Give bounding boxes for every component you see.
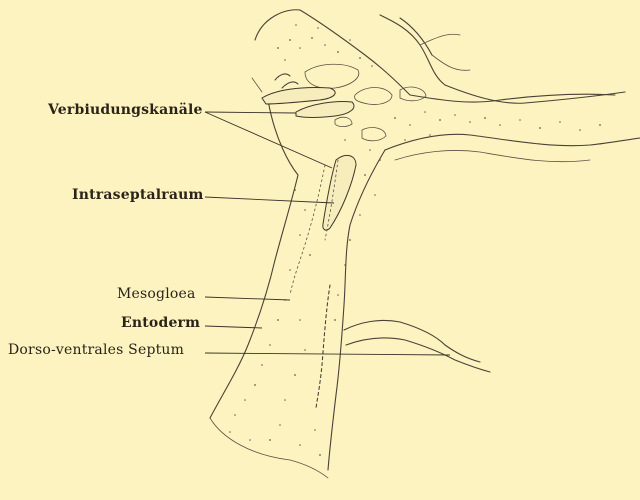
branch-top-3 [420, 34, 460, 45]
canal-small-3 [252, 78, 262, 92]
label-mesogloea: Mesogloea [117, 286, 196, 302]
leader-verbindungskanaele-a [205, 112, 296, 113]
canal-lower [296, 101, 354, 117]
branch-top-2 [400, 18, 432, 55]
label-intraseptalraum: Intraseptalraum [72, 187, 204, 203]
label-verbindungskanaele: Verbiudungskanäle [48, 102, 203, 118]
stipple-dots [229, 24, 601, 456]
branch-top-1 [380, 15, 445, 85]
label-septum: Dorso-ventrales Septum [8, 342, 184, 358]
canal-small-2 [282, 82, 298, 88]
leader-verbindungskanaele-b [205, 112, 332, 168]
septum-left-outline [210, 100, 298, 418]
upper-mass-inner-outline [395, 150, 590, 161]
leader-mesogloea [205, 297, 290, 300]
lower-branch-upper [344, 320, 480, 362]
upper-mass-lower-outline [385, 134, 640, 150]
canal-upper [262, 87, 335, 104]
leader-septum [205, 353, 450, 355]
leader-entoderm [205, 326, 262, 328]
leader-intraseptalraum [205, 197, 334, 203]
septum-bottom-edge [210, 418, 328, 478]
septum-strand-lower [316, 285, 330, 408]
cavity-1 [305, 64, 359, 88]
cavity-4 [362, 128, 386, 141]
canal-small-1 [275, 74, 290, 80]
branch-right-2 [432, 55, 470, 70]
label-entoderm: Entoderm [121, 315, 200, 331]
cavity-5 [335, 117, 352, 126]
cavity-2 [355, 88, 392, 105]
